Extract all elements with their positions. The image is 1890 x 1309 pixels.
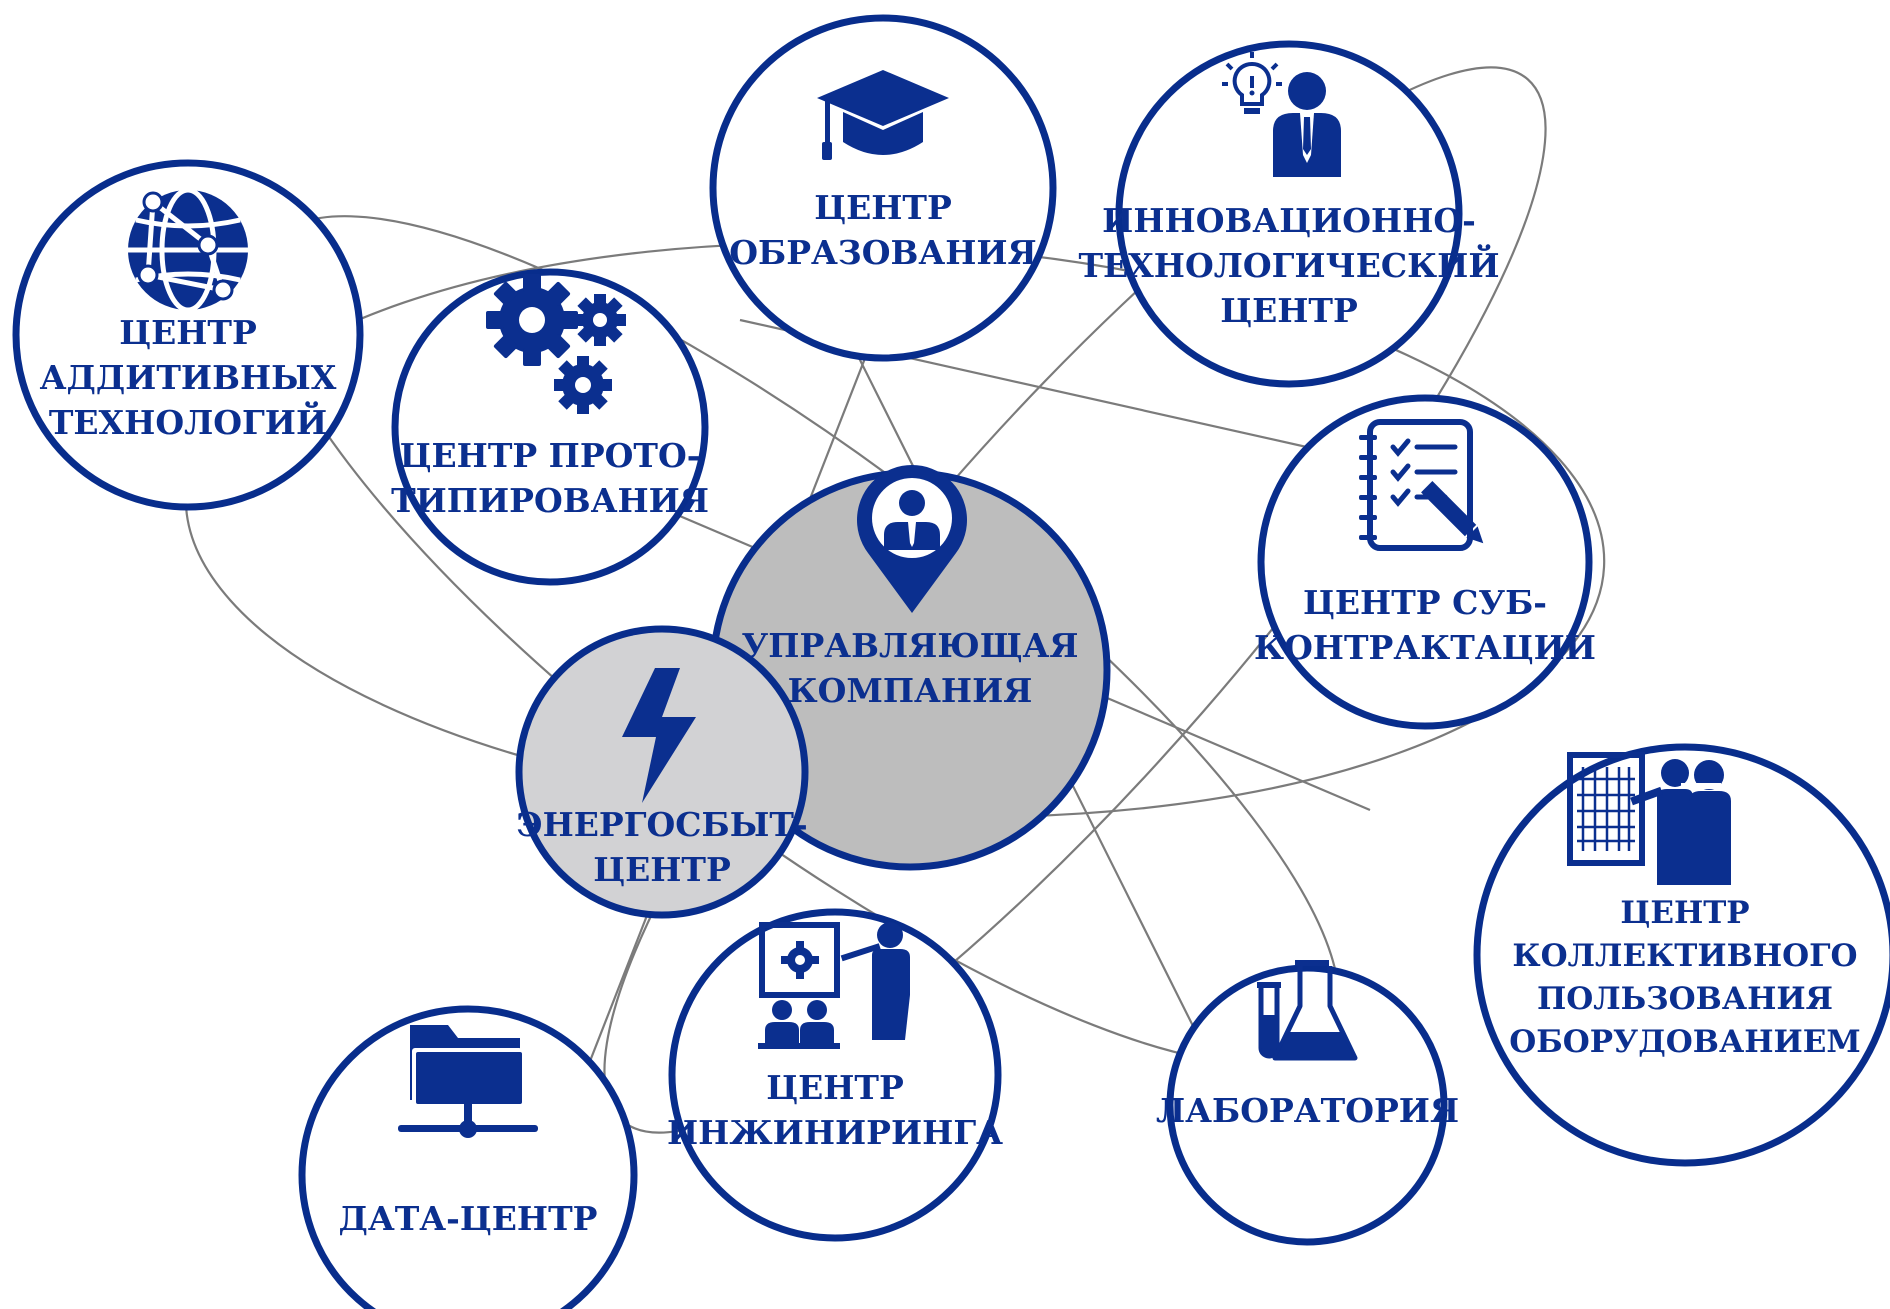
node-circle-datacenter xyxy=(298,1005,638,1309)
node-label-subcontract: ЦЕНТР СУБ- КОНТРАКТАЦИИ xyxy=(1254,583,1596,667)
node-label-datacenter: ДАТА-ЦЕНТР xyxy=(338,1198,598,1238)
node-label-energy: ЭНЕРГОСБЫТ- ЦЕНТР xyxy=(516,805,808,889)
lightning-icon xyxy=(622,668,696,803)
node-circle-energy xyxy=(515,625,809,919)
node-circle-subcontract xyxy=(1257,394,1593,730)
node-label-laboratory: ЛАБОРАТОРИЯ xyxy=(1155,1090,1460,1130)
network-folder-icon xyxy=(398,1025,538,1138)
lab-flasks-icon xyxy=(1257,960,1358,1061)
node-label-management: УПРАВЛЯЮЩАЯ КОМПАНИЯ xyxy=(741,626,1079,710)
node-circle-education xyxy=(709,14,1057,362)
node-label-innovation: ИННОВАЦИОННО- ТЕХНОЛОГИЧЕСКИЙ ЦЕНТР xyxy=(1078,200,1500,330)
checklist-pencil-icon xyxy=(1359,419,1484,551)
node-label-additive: ЦЕНТР АДДИТИВНЫХ ТЕХНОЛОГИЙ xyxy=(39,312,337,442)
node-circle-prototyping xyxy=(391,268,709,586)
node-circle-shared-equipment xyxy=(1473,743,1890,1167)
node-circle-engineering xyxy=(668,908,1002,1242)
node-circle-additive xyxy=(12,159,364,511)
node-label-education: ЦЕНТР ОБРАЗОВАНИЯ xyxy=(729,188,1037,272)
node-circles xyxy=(12,14,1890,1309)
node-circle-laboratory xyxy=(1166,964,1448,1246)
icons xyxy=(128,52,1731,1138)
network-globe-icon xyxy=(128,187,248,313)
node-circle-innovation xyxy=(1115,40,1463,388)
idea-businessman-icon xyxy=(1222,52,1341,177)
location-pin-person-icon xyxy=(857,465,967,613)
engineers-blueprint-icon xyxy=(1567,752,1731,885)
node-label-prototyping: ЦЕНТР ПРОТО- ТИПИРОВАНИЯ xyxy=(391,436,709,520)
node-label-engineering: ЦЕНТР ИНЖИНИРИНГА xyxy=(666,1068,1004,1152)
presentation-icon xyxy=(758,922,910,1049)
gears-icon xyxy=(486,274,626,414)
node-label-shared-equipment: ЦЕНТР КОЛЛЕКТИВНОГО ПОЛЬЗОВАНИЯ ОБОРУДОВ… xyxy=(1509,895,1861,1060)
graduation-cap-icon xyxy=(817,70,949,160)
